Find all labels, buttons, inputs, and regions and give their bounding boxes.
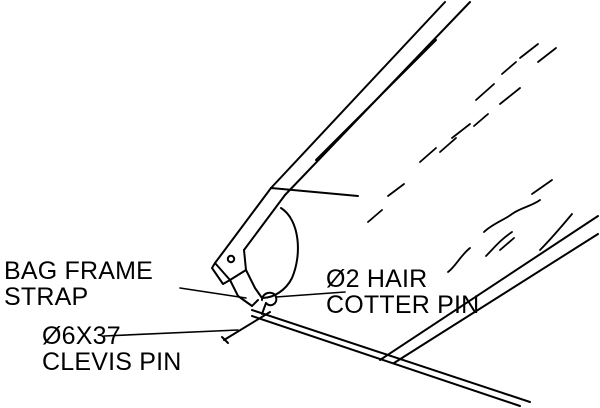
bag-hatching bbox=[367, 43, 573, 273]
bag-frame-strap-label-line1: BAG FRAME bbox=[4, 257, 154, 285]
bag-frame-strap-label-line2: STRAP bbox=[4, 283, 89, 311]
bag-frame-leader bbox=[179, 287, 247, 299]
leader-lines bbox=[103, 287, 346, 337]
bag-frame-strap bbox=[261, 207, 299, 299]
hair-pin-leader bbox=[275, 291, 346, 298]
clevis-pin bbox=[221, 311, 271, 344]
clevis-pin-label: Ø6X37 CLEVIS PIN bbox=[42, 323, 182, 375]
hair-cotter-pin-label-line2: COTTER PIN bbox=[326, 291, 480, 319]
clevis-pin-label-line1: Ø6X37 bbox=[42, 322, 121, 350]
frame-rails bbox=[251, 215, 599, 407]
hair-cotter-pin-label: Ø2 HAIR COTTER PIN bbox=[326, 266, 479, 318]
clevis-bracket bbox=[211, 249, 263, 307]
lower-tube bbox=[223, 187, 286, 252]
frame-arm bbox=[270, 1, 471, 197]
bag-frame-strap-label: BAG FRAME STRAP bbox=[4, 258, 153, 310]
hair-cotter-pin-label-line1: Ø2 HAIR bbox=[326, 265, 428, 293]
clevis-pin-label-line2: CLEVIS PIN bbox=[42, 348, 182, 376]
clevis-leader bbox=[103, 329, 239, 337]
